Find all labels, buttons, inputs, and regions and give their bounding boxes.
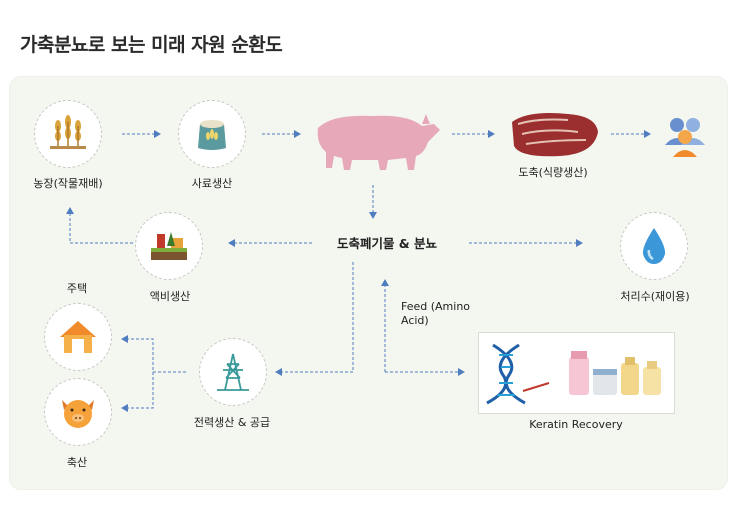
- slaughter-meat-label: 도축(식량생산): [518, 166, 588, 179]
- arrow-fertilizer-to-farm: [66, 207, 133, 244]
- treated-water-node: [620, 212, 688, 280]
- feed-production-node: [178, 100, 246, 168]
- treated-water-label: 처리수(재이용): [620, 290, 690, 303]
- pig-silhouette: [317, 114, 440, 170]
- dna-cosmetics-icon: [486, 343, 661, 405]
- waste-label: 도축폐기물 & 분뇨: [336, 236, 438, 251]
- arrow-waste-to-power: [275, 262, 354, 376]
- feed-amino-text: Feed (Amino Acid): [401, 300, 471, 327]
- power-tower-icon: [217, 353, 249, 391]
- people-icon: [665, 118, 705, 157]
- meat-icon: [512, 113, 598, 157]
- farm-label: 농장(작물재배): [33, 177, 103, 190]
- keratin-node: [478, 332, 675, 414]
- keratin-label: Keratin Recovery: [529, 418, 623, 431]
- page-title: 가축분뇨로 보는 미래 자원 순환도: [20, 34, 283, 56]
- power-node: [199, 338, 267, 406]
- fertilizer-label: 액비생산: [149, 290, 191, 303]
- feed-sack-icon: [198, 120, 226, 150]
- farm-node: [34, 100, 102, 168]
- feed-amino-label: Feed (Amino Acid): [401, 300, 470, 328]
- housing-label: 주택: [66, 282, 88, 295]
- feed-production-label: 사료생산: [191, 177, 233, 190]
- housing-node: [44, 303, 112, 371]
- fertilizer-node: [135, 212, 203, 280]
- arrow-power-to-livestock: [121, 372, 154, 412]
- pig-face-icon: [62, 400, 94, 428]
- livestock-node: [44, 378, 112, 446]
- wheat-icon: [50, 115, 86, 149]
- water-drop-icon: [642, 228, 666, 264]
- fertilizer-field-icon: [151, 232, 187, 260]
- livestock-label: 축산: [66, 456, 88, 469]
- power-label: 전력생산 & 공급: [193, 416, 271, 429]
- arrow-power-to-housing: [121, 335, 186, 373]
- house-icon: [60, 321, 96, 353]
